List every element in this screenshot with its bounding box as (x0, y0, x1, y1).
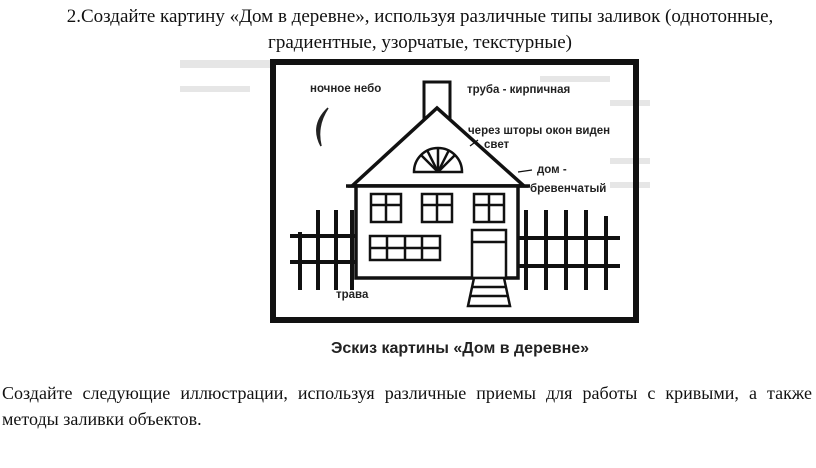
task-paragraph: Создайте следующие иллюстрации, использу… (2, 383, 812, 429)
label-night-sky: ночное небо (310, 83, 381, 95)
label-grass: трава (336, 289, 369, 301)
label-pointers (469, 139, 533, 173)
task-title-line-1: 2.Создайте картину «Дом в деревне», испо… (66, 6, 774, 27)
task-title-line-2: градиентные, узорчатые, текстурные) (268, 32, 572, 53)
label-house-2: бревенчатый (530, 183, 606, 195)
label-windows-light-1: через шторы окон виден (468, 125, 610, 137)
bleed-through-noise (180, 60, 650, 188)
picture-frame (270, 59, 639, 323)
upper-windows (369, 192, 506, 224)
steps (466, 276, 512, 308)
label-chimney: труба - кирпичная (467, 84, 570, 96)
moon-icon (316, 107, 329, 147)
lower-window (368, 234, 442, 262)
left-fence (290, 210, 356, 290)
right-fence (518, 210, 620, 290)
label-house-1: дом - (537, 164, 567, 176)
task-title: 2.Создайте картину «Дом в деревне», испо… (30, 4, 810, 56)
figure-caption: Эскиз картины «Дом в деревне» (330, 340, 590, 357)
attic-window (412, 146, 464, 174)
door (470, 228, 508, 280)
label-windows-light-2: свет (484, 139, 510, 151)
